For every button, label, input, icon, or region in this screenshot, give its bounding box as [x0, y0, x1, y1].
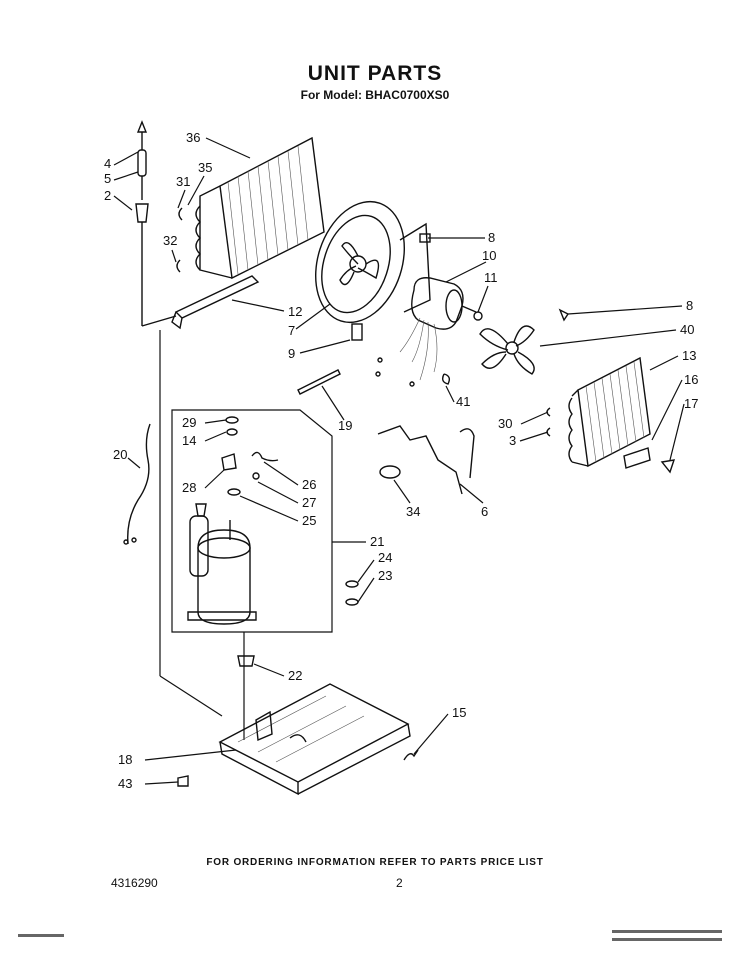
- capillary-tube-assembly: [135, 120, 177, 327]
- callout-26: 26: [302, 477, 316, 492]
- callout-6: 6: [481, 504, 488, 519]
- callout-13: 13: [682, 348, 696, 363]
- base-grommet: [237, 655, 255, 667]
- callout-30: 30: [498, 416, 512, 431]
- clamp-ring: [379, 465, 401, 479]
- callout-24: 24: [378, 550, 392, 565]
- left-fine-print: [18, 934, 64, 937]
- callout-2: 2: [104, 188, 111, 203]
- grommet: [441, 373, 451, 385]
- callout-16: 16: [684, 372, 698, 387]
- callout-17: 17: [684, 396, 698, 411]
- suction-tube: [377, 425, 463, 495]
- evaporator-coil: [568, 356, 651, 468]
- callout-19: 19: [338, 418, 352, 433]
- leader-lines: [113, 137, 685, 785]
- callout-41: 41: [456, 394, 470, 409]
- copyright-fine-print: [612, 930, 722, 933]
- callout-8b: 8: [686, 298, 693, 313]
- callout-8: 8: [488, 230, 495, 245]
- screw: [419, 233, 431, 243]
- callout-43: 43: [118, 776, 132, 791]
- callout-27: 27: [302, 495, 316, 510]
- ordering-info-note: FOR ORDERING INFORMATION REFER TO PARTS …: [206, 857, 544, 868]
- fan-blade: [479, 325, 535, 375]
- wire-harness: [127, 423, 151, 545]
- screw-b: [558, 308, 570, 322]
- callout-32: 32: [163, 233, 177, 248]
- clip-3: [546, 427, 551, 437]
- mount-clip: [351, 323, 363, 341]
- mount-washer: [345, 598, 359, 606]
- callout-29: 29: [182, 415, 196, 430]
- callout-9: 9: [288, 346, 295, 361]
- callout-labels: 36 4 5 2 31 35 32 8 10 11 12 7 9 8 40 13…: [104, 130, 698, 791]
- drain-clip: [403, 749, 419, 761]
- compressor-group-outline: [171, 409, 333, 633]
- clip-30: [546, 407, 551, 417]
- guide-line-b: [159, 675, 223, 717]
- page-number: 2: [396, 876, 403, 890]
- callout-35: 35: [198, 160, 212, 175]
- support-rod: [297, 369, 341, 395]
- callout-4: 4: [104, 156, 111, 171]
- base-pan: [218, 683, 411, 796]
- callout-40: 40: [680, 322, 694, 337]
- callout-10: 10: [482, 248, 496, 263]
- callout-25: 25: [302, 513, 316, 528]
- callout-3: 3: [509, 433, 516, 448]
- thermistor: [660, 459, 676, 474]
- fan-shroud: [314, 200, 431, 324]
- model-subtitle: For Model: BHAC0700XS0: [300, 88, 450, 102]
- copyright-fine-print-b: [612, 938, 722, 941]
- callout-36: 36: [186, 130, 200, 145]
- document-number: 4316290: [111, 876, 158, 890]
- callout-22: 22: [288, 668, 302, 683]
- fan-motor: [375, 277, 477, 387]
- shaft-nut: [473, 311, 483, 321]
- mount-grommet: [345, 580, 359, 588]
- callout-15: 15: [452, 705, 466, 720]
- callout-7: 7: [288, 323, 295, 338]
- compressor-hardware: [221, 416, 279, 496]
- suction-tube-bend: [459, 428, 475, 479]
- callout-21: 21: [370, 534, 384, 549]
- callout-18: 18: [118, 752, 132, 767]
- callout-12: 12: [288, 304, 302, 319]
- rail-strip: [171, 275, 260, 330]
- callout-5: 5: [104, 171, 111, 186]
- base-screw: [177, 775, 189, 787]
- callout-31: 31: [176, 174, 190, 189]
- bracket: [623, 447, 651, 469]
- callout-14: 14: [182, 433, 196, 448]
- compressor: [187, 503, 257, 625]
- callout-34: 34: [406, 504, 420, 519]
- callout-28: 28: [182, 480, 196, 495]
- callout-11: 11: [484, 270, 498, 285]
- condenser-coil: [176, 136, 325, 280]
- callout-20: 20: [113, 447, 127, 462]
- page-title: UNIT PARTS: [307, 62, 443, 85]
- callout-23: 23: [378, 568, 392, 583]
